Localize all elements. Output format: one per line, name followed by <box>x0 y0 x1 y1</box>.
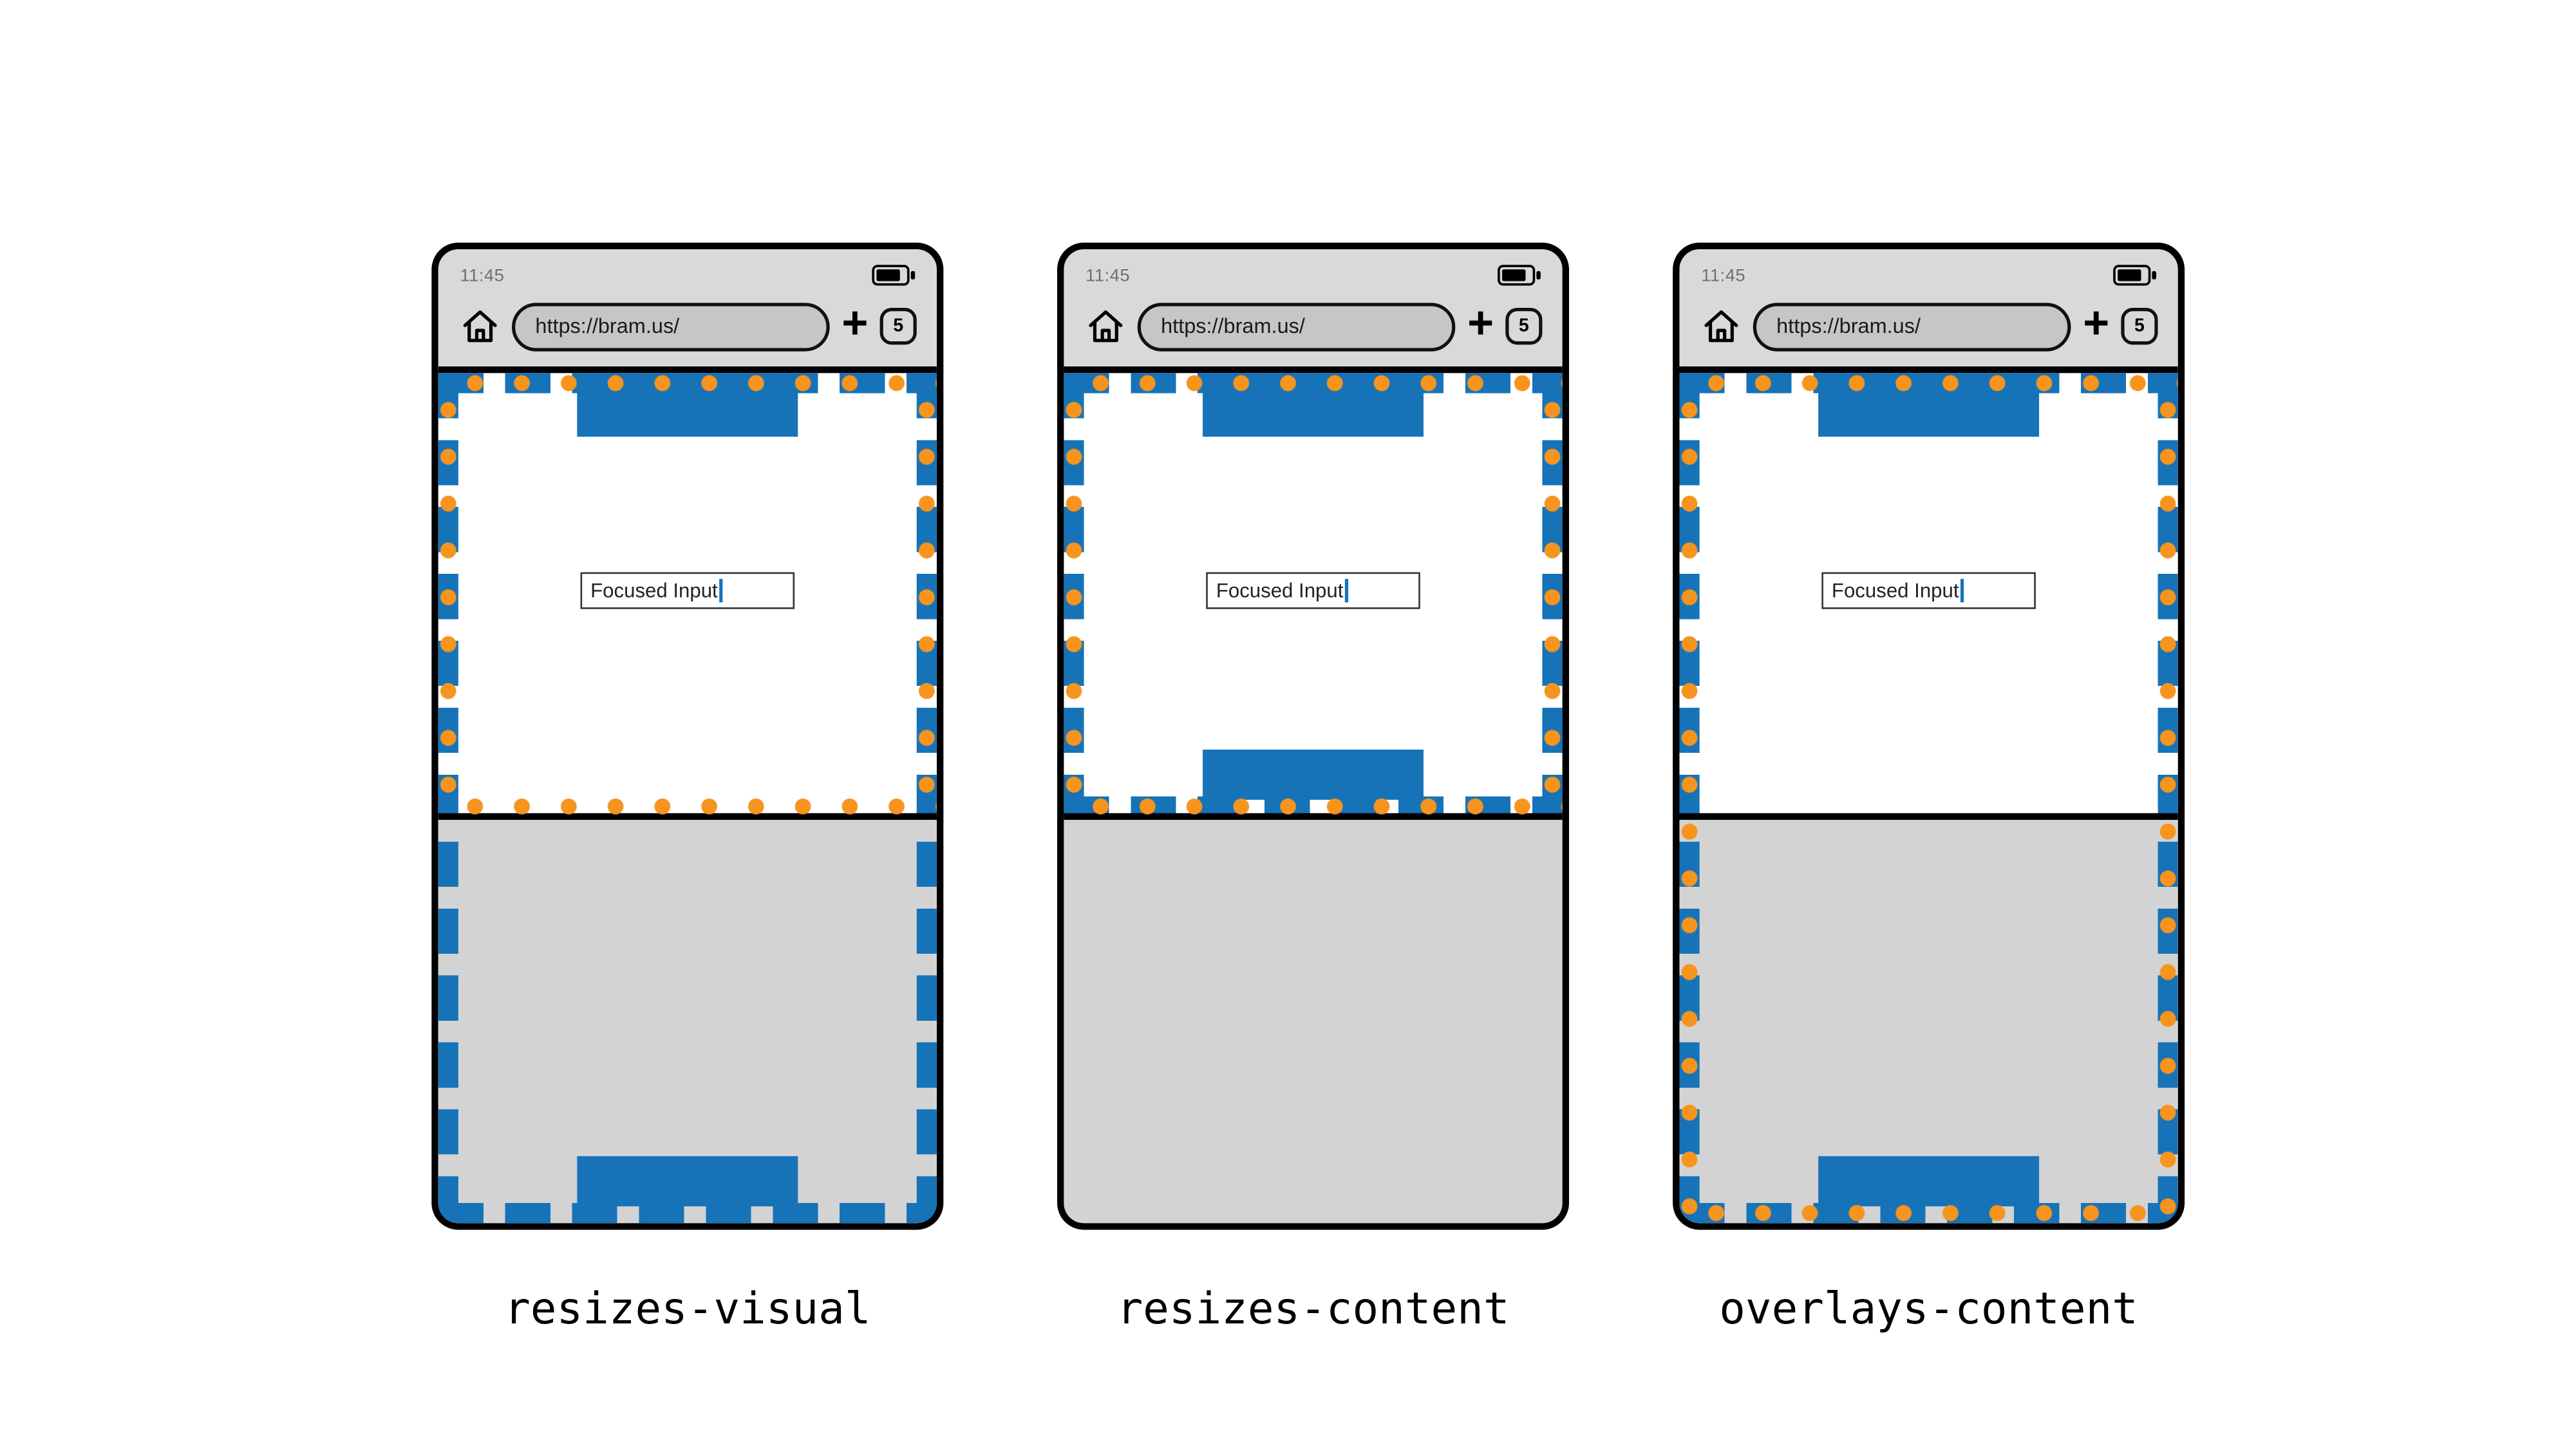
viewport: Focused Input <box>438 373 937 1224</box>
url-text: https://bram.us/ <box>535 314 680 338</box>
page-header-bar <box>1203 373 1424 437</box>
tab-counter[interactable]: 5 <box>2121 308 2158 345</box>
browser-toolbar: https://bram.us/ + 5 <box>1064 293 1562 360</box>
viewport: Focused Input <box>1679 373 2178 1224</box>
page-border-right <box>2158 373 2178 1224</box>
tab-count: 5 <box>893 316 904 337</box>
tab-counter[interactable]: 5 <box>879 308 917 345</box>
tab-counter[interactable]: 5 <box>1505 308 1543 345</box>
input-value: Focused Input <box>1831 578 1959 603</box>
home-icon[interactable] <box>460 306 500 346</box>
url-text: https://bram.us/ <box>1161 314 1305 338</box>
status-bar: 11:45 <box>1064 249 1562 293</box>
keyboard-divider <box>1064 813 1563 820</box>
phone-resizes-content: 11:45 https://bram.us/ + 5 <box>1057 242 1570 1230</box>
text-caret <box>1960 578 1964 603</box>
virtual-keyboard <box>1679 816 2178 1224</box>
text-caret <box>719 578 722 603</box>
keyboard-divider <box>1679 813 2178 820</box>
home-icon[interactable] <box>1701 306 1741 346</box>
new-tab-button[interactable]: + <box>2083 298 2110 348</box>
virtual-keyboard <box>1064 816 1563 1224</box>
battery-icon <box>1498 265 1541 286</box>
text-caret <box>1345 578 1348 603</box>
new-tab-button[interactable]: + <box>1467 298 1494 348</box>
focused-input[interactable]: Focused Input <box>580 572 795 609</box>
page-footer-bar <box>1203 749 1424 800</box>
tab-count: 5 <box>1518 316 1529 337</box>
page-content <box>1679 373 2178 1224</box>
focused-input[interactable]: Focused Input <box>1206 572 1420 609</box>
caption-overlays-content: overlays-content <box>1719 1285 2138 1336</box>
keyboard-divider <box>438 813 937 820</box>
status-bar: 11:45 <box>1679 249 2177 293</box>
page-border-right <box>1542 373 1563 817</box>
browser-chrome: 11:45 https://bram.us/ + 5 <box>438 249 937 374</box>
page-footer-bar <box>1818 1156 2040 1207</box>
viewport: Focused Input <box>1064 373 1563 1224</box>
status-time: 11:45 <box>460 265 505 285</box>
page-header-bar <box>577 373 798 437</box>
focused-input[interactable]: Focused Input <box>1821 572 2036 609</box>
virtual-keyboard <box>438 816 937 1224</box>
phone-resizes-visual: 11:45 https://bram.us/ + 5 <box>431 242 944 1230</box>
battery-icon <box>2113 265 2156 286</box>
caption-resizes-content: resizes-content <box>1116 1285 1510 1336</box>
new-tab-button[interactable]: + <box>841 298 869 348</box>
tab-count: 5 <box>2134 316 2145 337</box>
page-content <box>438 373 937 1224</box>
url-text: https://bram.us/ <box>1776 314 1921 338</box>
input-value: Focused Input <box>590 578 718 603</box>
url-bar[interactable]: https://bram.us/ <box>1753 301 2072 351</box>
browser-toolbar: https://bram.us/ + 5 <box>1679 293 2177 360</box>
page-border-left <box>1064 373 1084 817</box>
status-bar: 11:45 <box>438 249 937 293</box>
page-border-left <box>1679 373 1700 1224</box>
home-icon[interactable] <box>1086 306 1125 346</box>
page-border-right <box>916 373 937 1224</box>
phone-overlays-content: 11:45 https://bram.us/ + 5 <box>1673 242 2185 1230</box>
url-bar[interactable]: https://bram.us/ <box>512 301 831 351</box>
caption-resizes-visual: resizes-visual <box>504 1285 871 1336</box>
browser-chrome: 11:45 https://bram.us/ + 5 <box>1064 249 1563 374</box>
status-time: 11:45 <box>1701 265 1746 285</box>
battery-icon <box>872 265 916 286</box>
status-time: 11:45 <box>1086 265 1131 285</box>
browser-chrome: 11:45 https://bram.us/ + 5 <box>1679 249 2178 374</box>
input-value: Focused Input <box>1216 578 1344 603</box>
url-bar[interactable]: https://bram.us/ <box>1137 301 1456 351</box>
page-footer-bar <box>577 1156 798 1207</box>
browser-toolbar: https://bram.us/ + 5 <box>438 293 937 360</box>
page-border-left <box>438 373 458 1224</box>
page-header-bar <box>1818 373 2040 437</box>
